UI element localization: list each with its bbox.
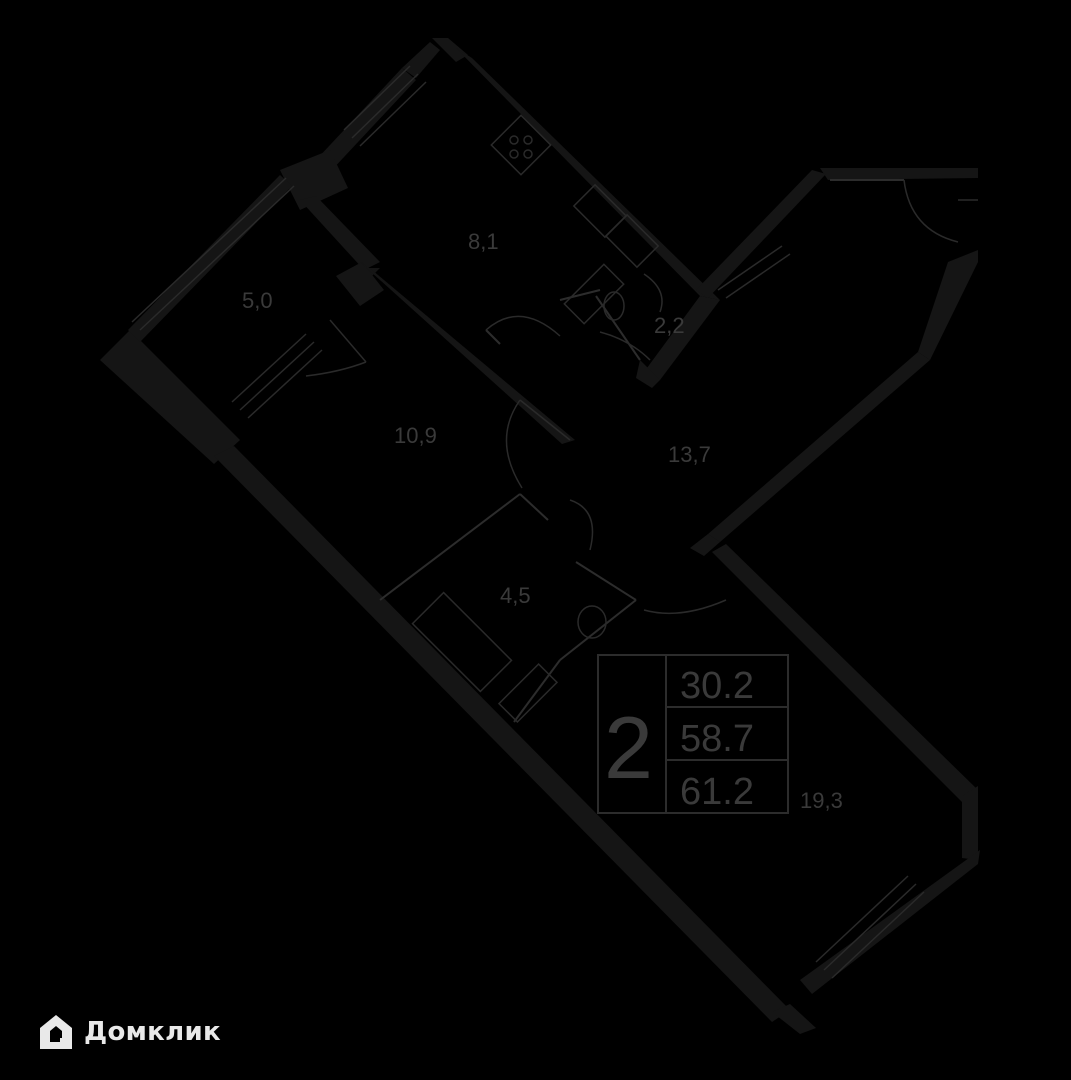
partitions [379, 179, 904, 723]
domclick-house-icon [40, 1015, 72, 1049]
fixtures [411, 114, 663, 724]
doors [305, 179, 978, 615]
room-area-storage: 5,0 [242, 288, 273, 313]
brand-name: Домклик [84, 1017, 221, 1047]
rooms-count: 2 [604, 698, 653, 797]
brand-logo: Домклик [36, 1012, 221, 1052]
summary-box: 2 30.2 58.7 61.2 [597, 654, 789, 814]
room-area-kitchen: 8,1 [468, 229, 499, 254]
living-area: 30.2 [680, 665, 754, 707]
total-area: 58.7 [680, 718, 754, 760]
room-area-living: 19,3 [800, 788, 843, 813]
room-labels: 8,1 5,0 10,9 13,7 2,2 4,5 19,3 [242, 229, 843, 813]
room-area-bedroom: 10,9 [394, 423, 437, 448]
walls [100, 38, 980, 1034]
room-area-bathroom-small: 2,2 [654, 313, 685, 338]
room-area-bathroom: 4,5 [500, 583, 531, 608]
windows [131, 65, 925, 979]
room-area-hall: 13,7 [668, 442, 711, 467]
total-area-with-balcony: 61.2 [680, 771, 754, 813]
